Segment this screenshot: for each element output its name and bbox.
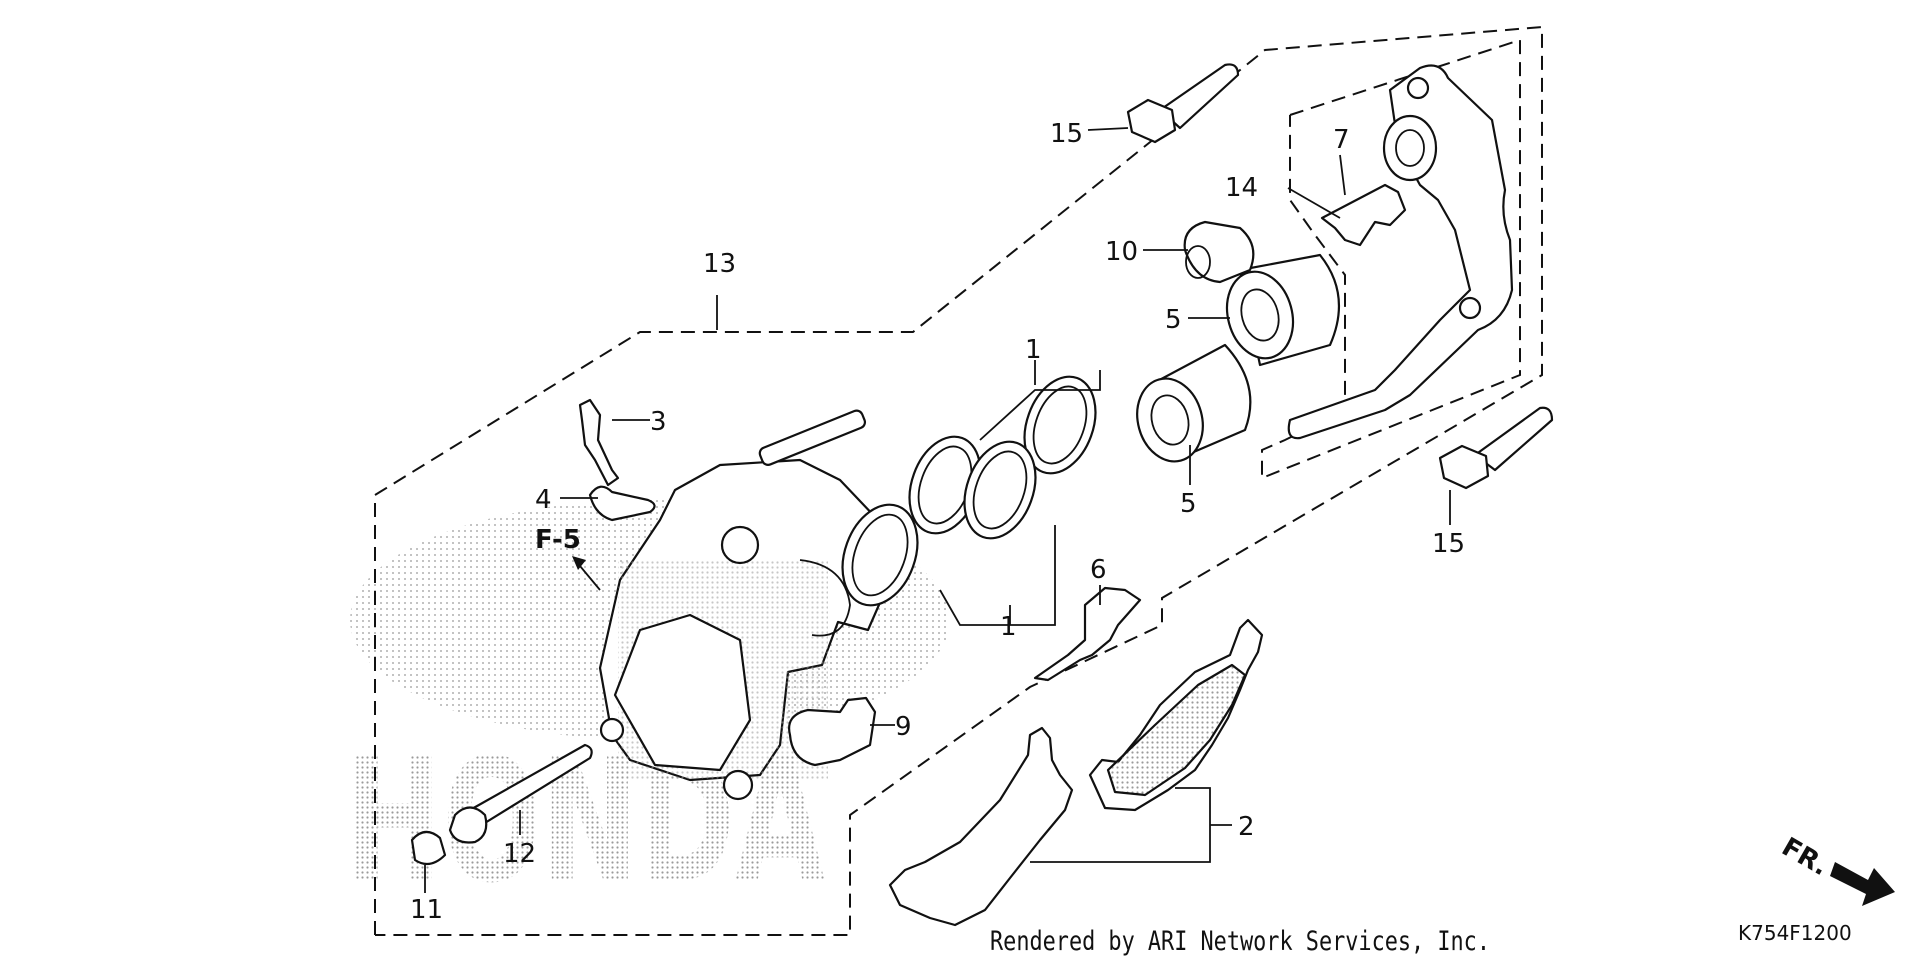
callout-1-upper: 1 — [1025, 335, 1042, 365]
callout-15-lower: 15 — [1432, 529, 1465, 559]
callout-3: 3 — [650, 407, 667, 437]
callout-4: 4 — [535, 485, 552, 515]
leader-15-upper — [1087, 127, 1129, 131]
brake-pads — [888, 618, 1264, 927]
seal-ring-upper-right-inner — [1032, 385, 1088, 465]
leader-1-upper — [979, 370, 1101, 441]
callout-1-lower: 1 — [1000, 612, 1017, 642]
bolt-upper — [1126, 63, 1240, 144]
bracket-top-hole — [1406, 76, 1430, 100]
front-label: FR. — [1777, 832, 1834, 882]
leader-7 — [1339, 154, 1346, 196]
callout-14: 14 — [1225, 173, 1258, 203]
leader-1-lower — [939, 525, 1056, 626]
piston-upper-bore — [1240, 288, 1280, 342]
bracket-assembly-outline — [1261, 38, 1521, 480]
boot — [1183, 220, 1255, 284]
bleeder-screw-shape — [578, 398, 620, 487]
callout-12: 12 — [503, 839, 536, 869]
leader-14 — [1287, 187, 1341, 219]
slide-pin-spring — [448, 806, 488, 844]
callout-5-upper: 5 — [1165, 305, 1182, 335]
leader-lines — [424, 127, 1451, 893]
bracket-upper-hole-inner — [1395, 129, 1425, 167]
piston-lower-bore — [1150, 394, 1190, 446]
front-direction-indicator: FR. — [1777, 832, 1895, 906]
seal-ring-lower-right-inner — [972, 450, 1028, 530]
caliper-piston-housing — [613, 613, 752, 772]
callout-11: 11 — [410, 895, 443, 925]
caliper-bracket-shape — [1287, 64, 1514, 440]
callout-5-lower: 5 — [1180, 489, 1197, 519]
caliper-slide-rod — [758, 409, 867, 466]
seal-ring-lower-left-inner — [851, 513, 909, 597]
diagram-code: K754F1200 — [1738, 921, 1852, 945]
brake-pad-inner-lining — [1106, 663, 1247, 797]
callout-13: 13 — [703, 249, 736, 279]
caliper-lower-hole — [722, 769, 754, 801]
bolt-lower-shank — [1473, 406, 1554, 472]
pin-cap — [410, 830, 447, 866]
callout-15-upper: 15 — [1050, 119, 1083, 149]
bolt-lower-head — [1438, 444, 1490, 490]
piston-lower-face — [1136, 377, 1204, 463]
callout-6: 6 — [1090, 555, 1107, 585]
callouts: 13 14 7 10 5 5 15 15 1 1 6 3 4 F-5 9 2 1… — [410, 119, 1465, 925]
reference-f5: F-5 — [535, 525, 581, 555]
f5-arrowhead — [572, 556, 586, 570]
boot-opening — [1185, 245, 1211, 279]
caliper-slide-bore — [799, 559, 851, 637]
pad-pin-plug — [788, 696, 877, 767]
bracket-upper-hole — [1382, 114, 1438, 182]
slide-pin-shape — [468, 743, 593, 828]
credit-text: Rendered by ARI Network Services, Inc. — [990, 926, 1490, 957]
seal-ring-upper-right — [1023, 375, 1097, 475]
caliper-mount-hole — [720, 525, 760, 565]
piston-seals — [841, 375, 1097, 607]
front-arrow-icon — [1830, 862, 1895, 906]
pad-pin-plug-shape — [788, 696, 877, 767]
callout-9: 9 — [895, 712, 912, 742]
caliper-assembly-outline — [374, 25, 1543, 936]
pad-shim — [1033, 586, 1142, 682]
bleeder-screw — [578, 398, 620, 487]
piston-upper-face — [1225, 270, 1295, 360]
bleeder-cap-shape — [588, 485, 656, 522]
boot-shape — [1183, 220, 1255, 284]
pistons — [1136, 253, 1340, 463]
bracket-lower-hole — [1458, 296, 1482, 320]
assembly-outlines — [374, 25, 1543, 936]
callout-10: 10 — [1105, 237, 1138, 267]
bolt-upper-shank — [1158, 63, 1240, 130]
pad-spring — [1320, 183, 1407, 247]
caliper-bracket — [1287, 64, 1514, 440]
pin-cap-shape — [410, 830, 447, 866]
bolt-lower — [1438, 406, 1554, 490]
pad-shim-shape — [1033, 586, 1142, 682]
caliper-side-boss — [599, 717, 625, 743]
caliper-body — [598, 409, 894, 801]
seal-ring-lower-left — [841, 503, 919, 607]
bleeder-cap — [588, 485, 656, 522]
bolt-upper-head — [1126, 98, 1177, 144]
pad-spring-shape — [1320, 183, 1407, 247]
callout-7: 7 — [1333, 125, 1350, 155]
seal-ring-lower-right — [963, 440, 1037, 540]
brake-pad-outer — [888, 726, 1074, 927]
callout-2: 2 — [1238, 812, 1255, 842]
slide-pin — [448, 743, 593, 844]
